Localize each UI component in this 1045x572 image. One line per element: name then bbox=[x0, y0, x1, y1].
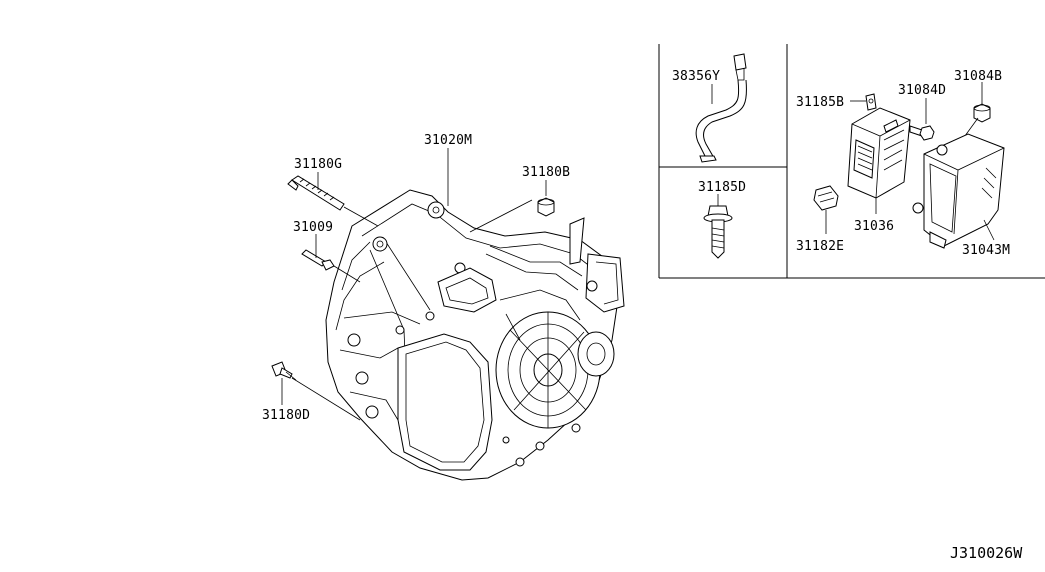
leader-31043m bbox=[983, 219, 995, 241]
bracket-31185b[interactable] bbox=[865, 93, 877, 111]
bolt-long-31180g[interactable] bbox=[287, 175, 345, 211]
tcm-unit-31036[interactable] bbox=[847, 107, 911, 199]
bolt-small-31084d[interactable] bbox=[909, 125, 935, 141]
callout-31185b: 31185B bbox=[796, 95, 844, 110]
tcm-cover-31043m[interactable] bbox=[912, 133, 1005, 249]
callout-31182e: 31182E bbox=[796, 239, 844, 254]
callout-31180b: 31180B bbox=[522, 165, 570, 180]
breather-hose-38356y[interactable] bbox=[695, 53, 747, 163]
callout-31036: 31036 bbox=[854, 219, 894, 234]
callout-31185d: 31185D bbox=[698, 180, 746, 195]
diagram-reference-code: J310026W bbox=[950, 544, 1023, 562]
callout-31009: 31009 bbox=[293, 220, 333, 235]
callout-31180d: 31180D bbox=[262, 408, 310, 423]
inset-frames bbox=[658, 44, 1045, 279]
transmission-assembly[interactable] bbox=[325, 189, 625, 481]
leader-31180d-b bbox=[291, 377, 361, 421]
nut-31084b[interactable] bbox=[973, 103, 991, 123]
callout-31020m: 31020M bbox=[424, 133, 472, 148]
callout-31043m: 31043M bbox=[962, 243, 1010, 258]
bolt-flange-31185d[interactable] bbox=[703, 205, 733, 259]
callout-31084d: 31084D bbox=[898, 83, 946, 98]
callout-38356y: 38356Y bbox=[672, 69, 720, 84]
leader-31180b-b bbox=[469, 199, 533, 233]
leader-31009-b bbox=[333, 265, 361, 283]
connector-31182e[interactable] bbox=[813, 185, 839, 211]
bolt-stud-31180d[interactable] bbox=[271, 361, 297, 381]
callout-31180g: 31180G bbox=[294, 157, 342, 172]
plug-31180b[interactable] bbox=[537, 197, 555, 217]
leader-31180g-b bbox=[343, 206, 379, 227]
callout-31084b: 31084B bbox=[954, 69, 1002, 84]
bolt-short-31009[interactable] bbox=[301, 249, 335, 271]
